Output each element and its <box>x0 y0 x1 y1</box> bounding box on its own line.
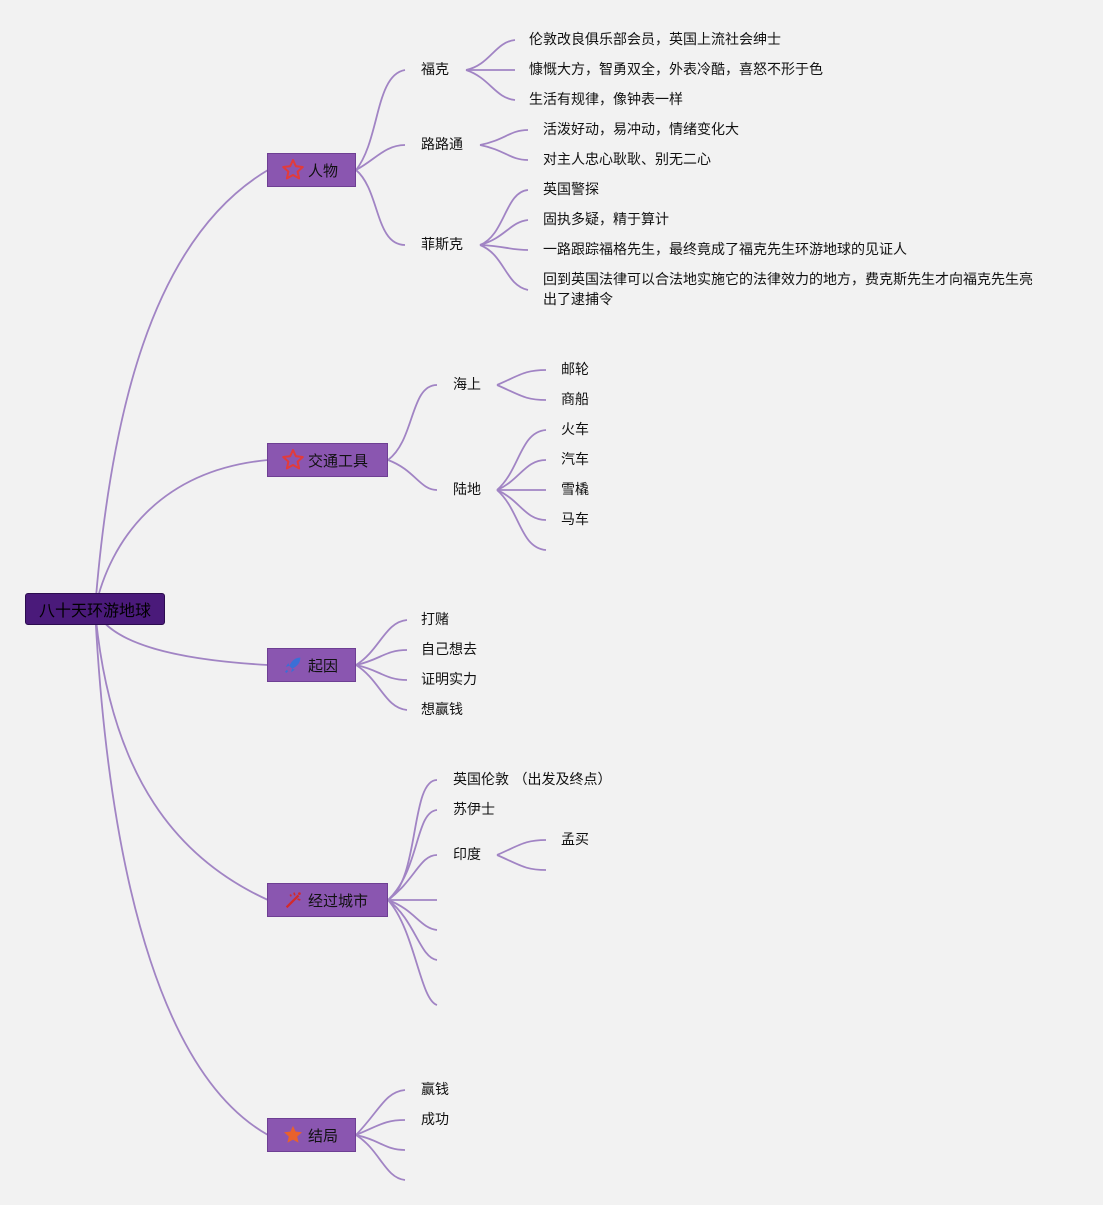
leaf-topic[interactable]: 汽车 <box>561 452 589 468</box>
rocket-icon <box>280 652 306 678</box>
leaf-topic[interactable]: 慷慨大方，智勇双全，外表冷酷，喜怒不形于色 <box>529 62 823 78</box>
leaf-topic[interactable]: 对主人忠心耿耿、别无二心 <box>543 152 711 168</box>
leaf-topic[interactable]: 自己想去 <box>421 642 477 658</box>
star-outline-icon <box>280 157 306 183</box>
topic-suez[interactable]: 苏伊士 <box>453 802 495 818</box>
root-topic-label: 八十天环游地球 <box>38 601 151 620</box>
branch-label: 交通工具 <box>308 451 369 470</box>
branch-cause[interactable]: 起因 <box>267 648 356 682</box>
topic-passepartout[interactable]: 路路通 <box>421 137 463 153</box>
topic-india[interactable]: 印度 <box>453 847 481 863</box>
leaf-topic[interactable]: 打赌 <box>421 612 449 628</box>
leaf-topic[interactable]: 回到英国法律可以合法地实施它的法律效力的地方，费克斯先生才向福克先生亮出了逮捕令 <box>543 272 1033 308</box>
topic-fix[interactable]: 菲斯克 <box>421 237 463 253</box>
leaf-topic[interactable]: 英国警探 <box>543 182 599 198</box>
leaf-topic[interactable]: 火车 <box>561 422 589 438</box>
leaf-topic[interactable]: 活泼好动，易冲动，情绪变化大 <box>543 122 739 138</box>
leaf-topic[interactable]: 固执多疑，精于算计 <box>543 212 669 228</box>
leaf-topic[interactable]: 证明实力 <box>421 672 477 688</box>
leaf-topic[interactable]: 想赢钱 <box>421 702 463 718</box>
leaf-topic[interactable]: 孟买 <box>561 832 589 848</box>
branch-transport[interactable]: 交通工具 <box>267 443 388 477</box>
root-topic[interactable]: 八十天环游地球 <box>25 593 165 625</box>
topic-sea[interactable]: 海上 <box>453 377 481 393</box>
branch-ending[interactable]: 结局 <box>267 1118 356 1152</box>
branch-label: 人物 <box>308 161 339 180</box>
leaf-topic[interactable]: 马车 <box>561 512 589 528</box>
leaf-topic[interactable]: 邮轮 <box>561 362 589 378</box>
leaf-topic[interactable]: 一路跟踪福格先生，最终竟成了福克先生环游地球的见证人 <box>543 242 907 258</box>
leaf-topic[interactable]: 生活有规律，像钟表一样 <box>529 92 683 108</box>
leaf-topic[interactable]: 赢钱 <box>421 1082 449 1098</box>
leaf-topic[interactable]: 雪橇 <box>561 482 589 498</box>
branch-label: 起因 <box>308 656 339 675</box>
topic-fogg[interactable]: 福克 <box>421 62 449 78</box>
fireworks-icon <box>280 887 306 913</box>
leaf-topic[interactable]: 伦敦改良俱乐部会员，英国上流社会绅士 <box>529 32 781 48</box>
topic-land[interactable]: 陆地 <box>453 482 481 498</box>
leaf-topic[interactable]: 成功 <box>421 1112 449 1128</box>
leaf-topic[interactable]: 商船 <box>561 392 589 408</box>
branch-cities[interactable]: 经过城市 <box>267 883 388 917</box>
branch-label: 结局 <box>308 1126 339 1145</box>
star-outline-icon <box>280 447 306 473</box>
branch-characters[interactable]: 人物 <box>267 153 356 187</box>
topic-london[interactable]: 英国伦敦 （出发及终点） <box>453 772 612 788</box>
star-filled-icon <box>280 1122 306 1148</box>
branch-label: 经过城市 <box>308 891 369 910</box>
